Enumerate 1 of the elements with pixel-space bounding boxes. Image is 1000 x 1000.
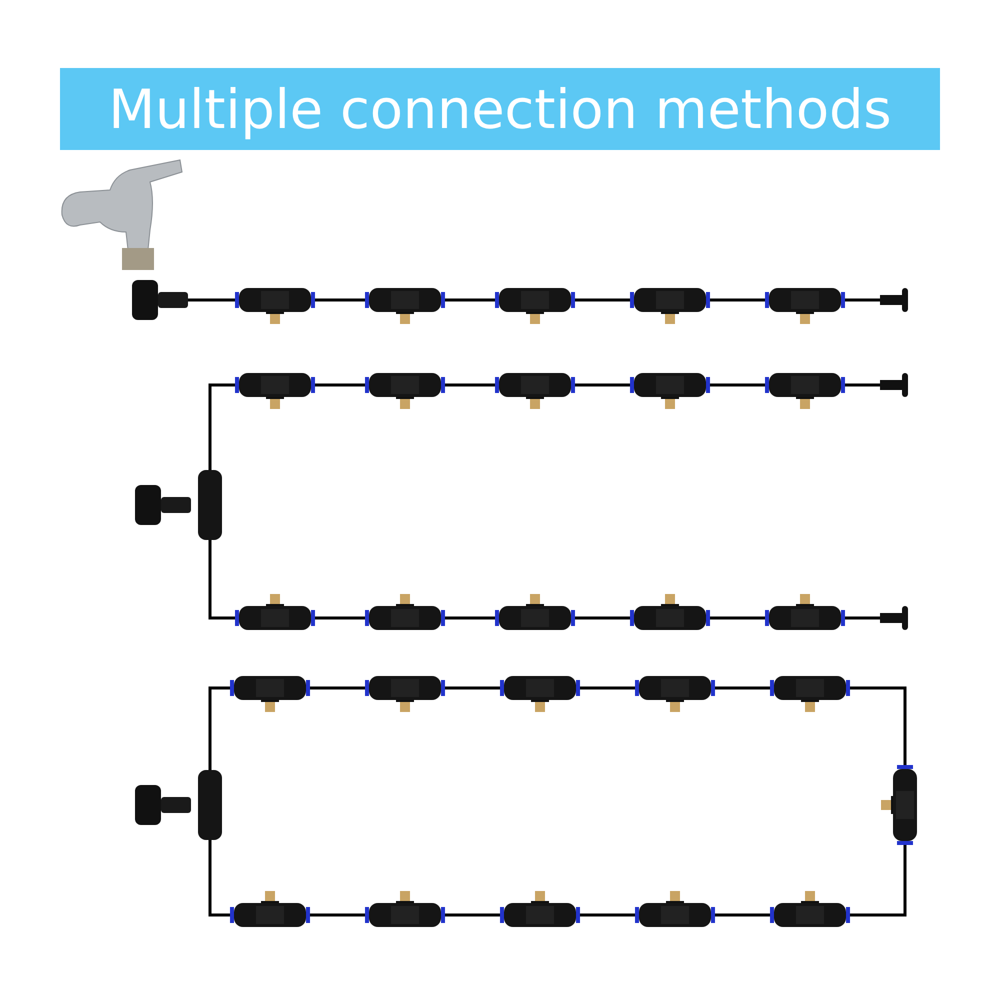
title-banner: Multiple connection methods bbox=[60, 68, 940, 150]
